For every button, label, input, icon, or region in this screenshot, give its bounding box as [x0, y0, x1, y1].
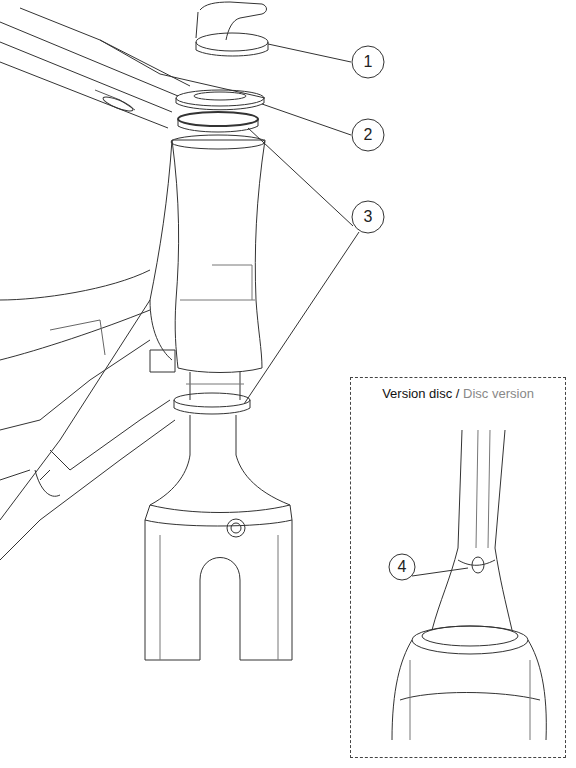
inset-title: Disc version [463, 386, 534, 401]
callout-circle: 4 [388, 553, 416, 581]
callout-circle: 2 [351, 118, 385, 152]
inset-panel: Version disc / Disc version 4 [350, 377, 566, 758]
callout-circle: 3 [351, 200, 385, 234]
callout-number: 3 [364, 209, 373, 225]
inset-heading: Version disc / Disc version [351, 386, 565, 401]
callout-number: 2 [364, 127, 373, 143]
callout-number: 4 [398, 559, 407, 575]
callout-number: 1 [364, 54, 373, 70]
callout-circle: 1 [351, 45, 385, 79]
inset-title: Version disc / [382, 386, 459, 401]
